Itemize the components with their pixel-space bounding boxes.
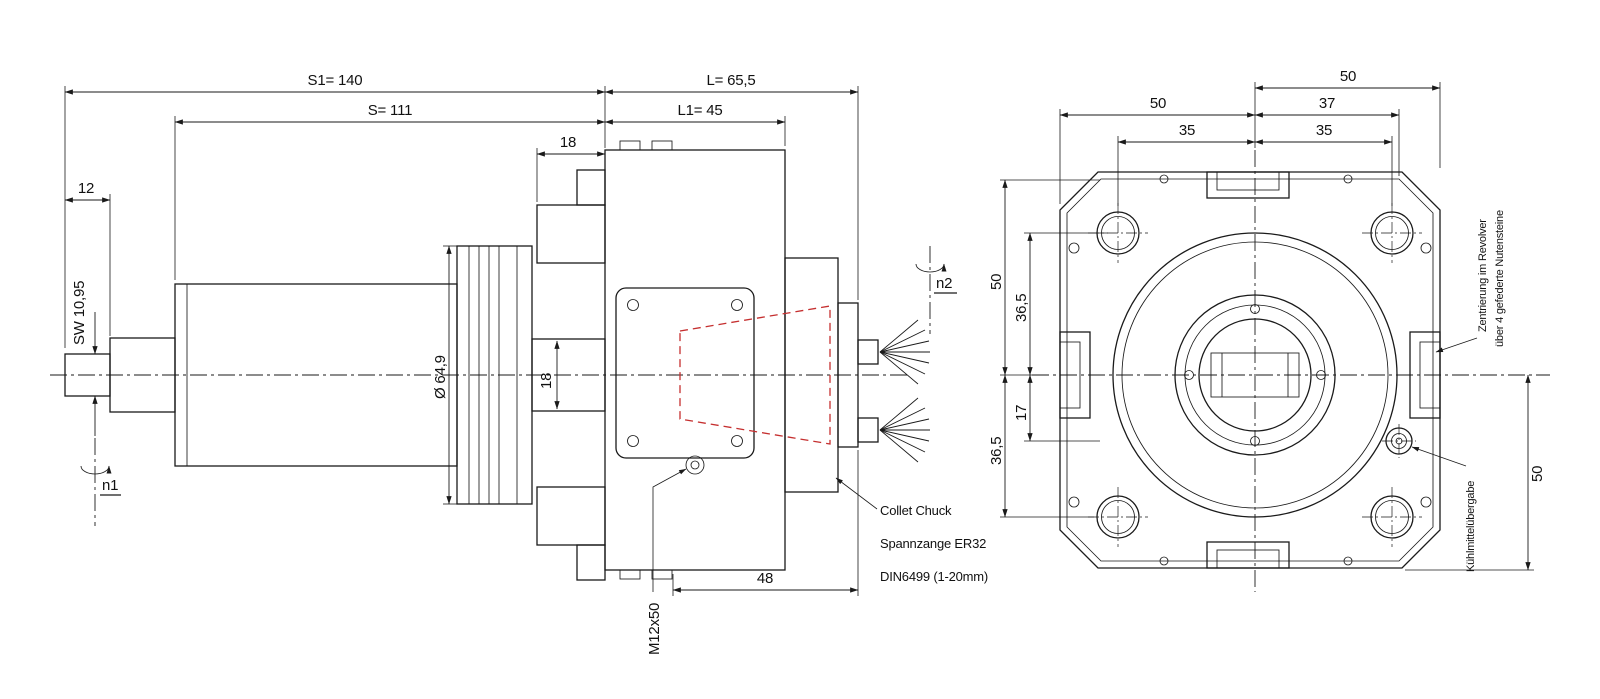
dim-left-17: 17 bbox=[1013, 374, 1100, 442]
dim-left-36-5-upper: 36,5 bbox=[1013, 232, 1108, 376]
dim-s1-label: S1= 140 bbox=[308, 72, 363, 89]
front-plate bbox=[615, 287, 755, 459]
dim-48: 48 bbox=[672, 450, 859, 596]
collet-assembly bbox=[784, 257, 879, 493]
dim-top-35-right: 35 bbox=[1254, 122, 1393, 206]
dim-left-50: 50 bbox=[988, 179, 1100, 376]
dim-48-label: 48 bbox=[757, 570, 773, 587]
locating-keys bbox=[1059, 171, 1441, 569]
dim-left-36-5-lower-label: 36,5 bbox=[988, 437, 1005, 465]
tool-cone-dashed bbox=[679, 305, 831, 445]
dim-top-50-right-label: 50 bbox=[1340, 68, 1356, 85]
dim-left-17-label: 17 bbox=[1013, 405, 1030, 421]
dim-l1: L1= 45 bbox=[604, 102, 786, 146]
note-collet-chuck: Collet Chuck bbox=[880, 503, 952, 518]
dim-18-mid: 18 bbox=[538, 340, 560, 410]
dim-m12x50: M12x50 bbox=[646, 603, 663, 655]
note-centering-line2: über 4 gefederte Nutensteine bbox=[1494, 210, 1506, 347]
note-centering-line1: Zentrierung im Revolver bbox=[1477, 219, 1489, 332]
dim-left-36-5-upper-label: 36,5 bbox=[1013, 294, 1030, 322]
coolant-port bbox=[1382, 424, 1416, 458]
dim-12: 12 bbox=[64, 180, 111, 336]
dim-18-top-label: 18 bbox=[560, 134, 576, 151]
coolant-spray-lower bbox=[879, 397, 930, 463]
dim-s: S= 111 bbox=[174, 102, 606, 280]
dim-left-36-5-lower: 36,5 bbox=[988, 374, 1094, 518]
edge-pins bbox=[1068, 174, 1432, 566]
dim-top-35-left: 35 bbox=[1117, 122, 1256, 206]
side-view: M12x50 n1 n2 S1= 140 S= 111 bbox=[50, 72, 988, 655]
central-bore bbox=[1112, 232, 1398, 518]
dim-right-50: 50 bbox=[1405, 374, 1546, 571]
n2-rotation-symbol: n2 bbox=[915, 246, 957, 334]
n1-label: n1 bbox=[102, 477, 118, 494]
dim-sw-label: SW 10,95 bbox=[71, 281, 88, 345]
dim-right-50-label: 50 bbox=[1529, 466, 1546, 482]
centering-note: Zentrierung im Revolver über 4 gefederte… bbox=[1435, 210, 1506, 353]
note-din6499: DIN6499 (1-20mm) bbox=[880, 569, 988, 584]
n2-label: n2 bbox=[936, 275, 952, 292]
dim-top-50-left: 50 bbox=[1059, 95, 1256, 204]
dim-l-label: L= 65,5 bbox=[706, 72, 755, 89]
note-spannzange: Spannzange ER32 bbox=[880, 536, 986, 551]
turret-plate bbox=[1059, 171, 1441, 569]
dim-18-top: 18 bbox=[536, 134, 606, 202]
dim-top-50-left-label: 50 bbox=[1150, 95, 1166, 112]
dim-left-50-label: 50 bbox=[988, 274, 1005, 290]
collet-notes: Collet Chuck Spannzange ER32 DIN6499 (1-… bbox=[835, 477, 988, 584]
dim-top-37-label: 37 bbox=[1319, 95, 1335, 112]
n1-rotation-symbol: n1 bbox=[80, 438, 121, 526]
corner-bolt-holes bbox=[1088, 203, 1422, 547]
dim-top-50-right: 50 bbox=[1254, 68, 1441, 168]
note-coolant: Kühlmittelübergabe bbox=[1465, 481, 1477, 572]
dim-top-35-left-label: 35 bbox=[1179, 122, 1195, 139]
dim-18-mid-label: 18 bbox=[538, 373, 555, 389]
dim-top-35-right-label: 35 bbox=[1316, 122, 1332, 139]
dim-s1: S1= 140 bbox=[64, 72, 606, 348]
dim-l: L= 65,5 bbox=[604, 72, 859, 300]
dim-dia: Ø 64,9 bbox=[432, 245, 459, 505]
dim-sw: SW 10,95 bbox=[71, 281, 98, 436]
front-view: 50 50 37 35 35 50 bbox=[988, 68, 1550, 592]
clamp-screw: M12x50 bbox=[646, 455, 705, 655]
coolant-spray-upper bbox=[879, 319, 930, 385]
dim-s-label: S= 111 bbox=[368, 102, 413, 119]
dim-dia-label: Ø 64,9 bbox=[432, 355, 449, 399]
dim-12-label: 12 bbox=[78, 180, 94, 197]
coolant-note: Kühlmittelübergabe bbox=[1411, 446, 1477, 572]
dim-l1-label: L1= 45 bbox=[677, 102, 722, 119]
gearbox-housing bbox=[604, 140, 786, 580]
dim-top-37: 37 bbox=[1254, 95, 1400, 176]
